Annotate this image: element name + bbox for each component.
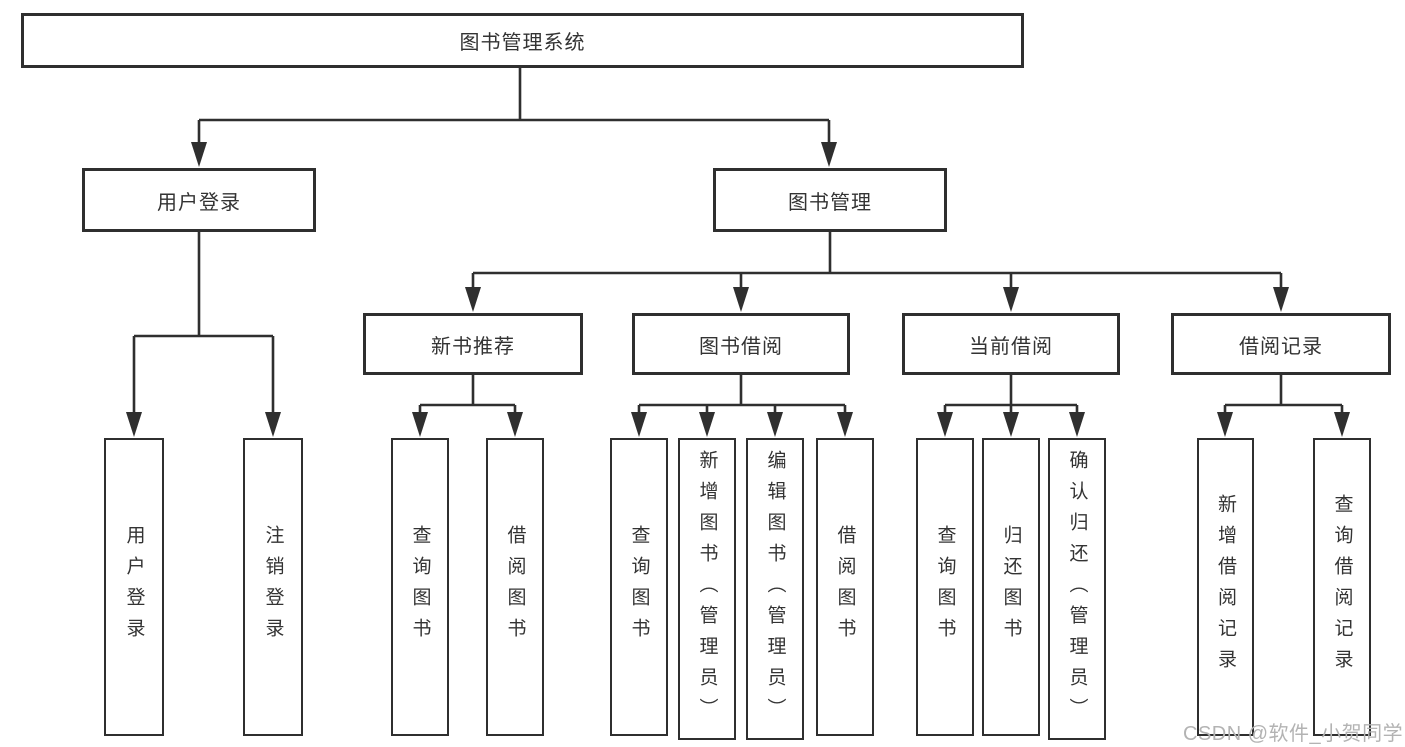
node-book-borrow: 图书借阅 [632,313,850,375]
csdn-watermark: CSDN @软件_小贺同学 [1183,723,1404,745]
arrowhead-icon [1003,287,1019,312]
arrowhead-icon [821,142,837,167]
node-new-book-recommend: 新书推荐 [363,313,583,375]
connector-root [191,68,837,167]
arrowhead-icon [126,412,142,437]
node-book-borrow-label: 图书借阅 [699,335,783,358]
leaf-logout-label: 注销登录 [262,525,284,649]
arrowhead-icon [1069,412,1085,437]
leaf-edit-book-admin: 编辑图书（管理员） [746,438,804,740]
arrowhead-icon [465,287,481,312]
leaf-add-borrow-record: 新增借阅记录 [1197,438,1254,736]
leaf-logout: 注销登录 [243,438,303,736]
leaf-query-borrow-record: 查询借阅记录 [1313,438,1371,736]
leaf-borrow-books-recommend: 借阅图书 [486,438,544,736]
arrowhead-icon [265,412,281,437]
connector-new-book-recommend [412,375,523,437]
leaf-query-books-recommend-label: 查询图书 [409,525,431,649]
arrowhead-icon [191,142,207,167]
leaf-borrow-books-recommend-label: 借阅图书 [504,525,526,649]
arrowhead-icon [1217,412,1233,437]
node-user-login-label: 用户登录 [157,191,241,214]
leaf-query-books-recommend: 查询图书 [391,438,449,736]
arrowhead-icon [837,412,853,437]
node-borrow-records-label: 借阅记录 [1239,335,1323,358]
node-current-borrow: 当前借阅 [902,313,1120,375]
node-book-management-label: 图书管理 [788,191,872,214]
connector-book-management [465,232,1289,312]
node-root: 图书管理系统 [21,13,1024,68]
arrowhead-icon [733,287,749,312]
leaf-return-books: 归还图书 [982,438,1040,736]
arrowhead-icon [937,412,953,437]
arrowhead-icon [767,412,783,437]
node-book-management: 图书管理 [713,168,947,232]
leaf-add-borrow-record-label: 新增借阅记录 [1215,494,1236,680]
arrowhead-icon [1334,412,1350,437]
arrowhead-icon [699,412,715,437]
node-current-borrow-label: 当前借阅 [969,335,1053,358]
leaf-borrow-books-label: 借阅图书 [834,525,856,649]
leaf-user-login: 用户登录 [104,438,164,736]
node-borrow-records: 借阅记录 [1171,313,1391,375]
leaf-edit-book-admin-label: 编辑图书（管理员） [764,449,786,729]
leaf-return-books-label: 归还图书 [1000,525,1022,649]
node-user-login: 用户登录 [82,168,316,232]
leaf-confirm-return-admin-label: 确认归还（管理员） [1066,449,1088,729]
leaf-query-books-borrow-label: 查询图书 [628,525,650,649]
leaf-query-books-current: 查询图书 [916,438,974,736]
leaf-add-book-admin: 新增图书（管理员） [678,438,736,740]
leaf-borrow-books: 借阅图书 [816,438,874,736]
arrowhead-icon [507,412,523,437]
arrowhead-icon [412,412,428,437]
connector-user-login [126,232,281,437]
leaf-query-borrow-record-label: 查询借阅记录 [1331,494,1353,680]
leaf-add-book-admin-label: 新增图书（管理员） [696,449,718,729]
connector-borrow-records [1217,375,1350,437]
node-new-book-recommend-label: 新书推荐 [431,335,515,358]
connector-book-borrow [631,375,853,437]
arrowhead-icon [631,412,647,437]
leaf-query-books-current-label: 查询图书 [934,525,956,649]
connector-current-borrow [937,375,1085,437]
node-root-label: 图书管理系统 [459,32,586,54]
arrowhead-icon [1273,287,1289,312]
leaf-query-books-borrow: 查询图书 [610,438,668,736]
leaf-user-login-label: 用户登录 [123,525,145,649]
arrowhead-icon [1003,412,1019,437]
leaf-confirm-return-admin: 确认归还（管理员） [1048,438,1106,740]
